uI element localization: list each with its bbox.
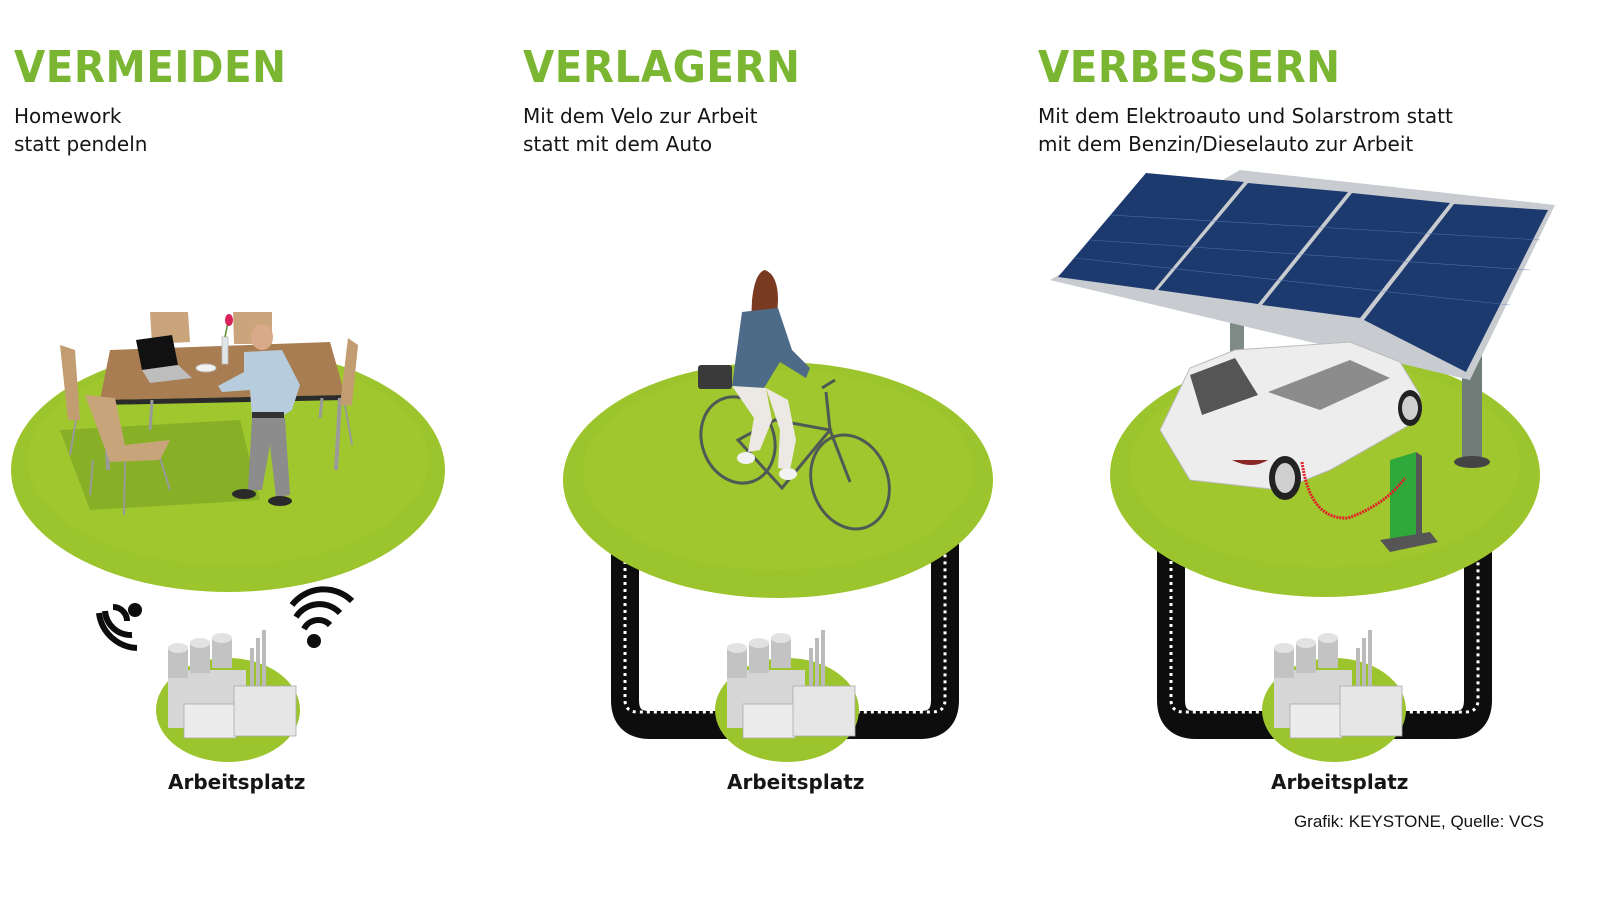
chair-icon <box>60 312 358 516</box>
laptop-icon <box>136 335 192 383</box>
heading-verlagern: VERLAGERN <box>523 42 801 93</box>
destination-label-arbeitsplatz: Arbeitsplatz <box>168 770 306 794</box>
man-figure <box>218 324 300 506</box>
cup-icon <box>195 363 217 373</box>
column-verlagern: VERLAGERN Mit dem Velo zur Arbeit statt … <box>510 0 1030 900</box>
table-shadow <box>60 420 260 510</box>
vase-icon <box>221 314 233 365</box>
subtitle-vermeiden: Homework statt pendeln <box>14 104 148 156</box>
charging-station-icon <box>1300 452 1438 552</box>
subtitle-verbessern: Mit dem Elektroauto und Solarstrom statt… <box>1038 104 1453 156</box>
woman-cyclist-figure <box>698 270 810 480</box>
wifi-icon-right <box>289 586 355 648</box>
source-credit: Grafik: KEYSTONE, Quelle: VCS <box>1293 812 1544 831</box>
subtitle-verlagern: Mit dem Velo zur Arbeit statt mit dem Au… <box>523 104 758 156</box>
factory-icon <box>156 630 300 762</box>
cycling-scene <box>563 270 993 762</box>
wifi-icon-left <box>96 603 142 651</box>
factory-icon <box>1262 630 1406 762</box>
column-vermeiden: VERMEIDEN Homework statt pendeln <box>0 0 510 900</box>
column-verbessern: VERBESSERN Mit dem Elektroauto und Solar… <box>1030 0 1600 900</box>
solar-panel-icon <box>1050 170 1555 380</box>
heading-vermeiden: VERMEIDEN <box>14 42 287 93</box>
ev-solar-scene <box>1050 170 1555 762</box>
destination-label-arbeitsplatz: Arbeitsplatz <box>727 770 865 794</box>
home-office-scene <box>11 312 445 762</box>
destination-label-arbeitsplatz: Arbeitsplatz <box>1271 770 1409 794</box>
charging-cable <box>1300 461 1407 520</box>
heading-verbessern: VERBESSERN <box>1038 42 1341 93</box>
factory-icon <box>715 630 859 762</box>
electric-car-icon <box>1159 341 1422 500</box>
